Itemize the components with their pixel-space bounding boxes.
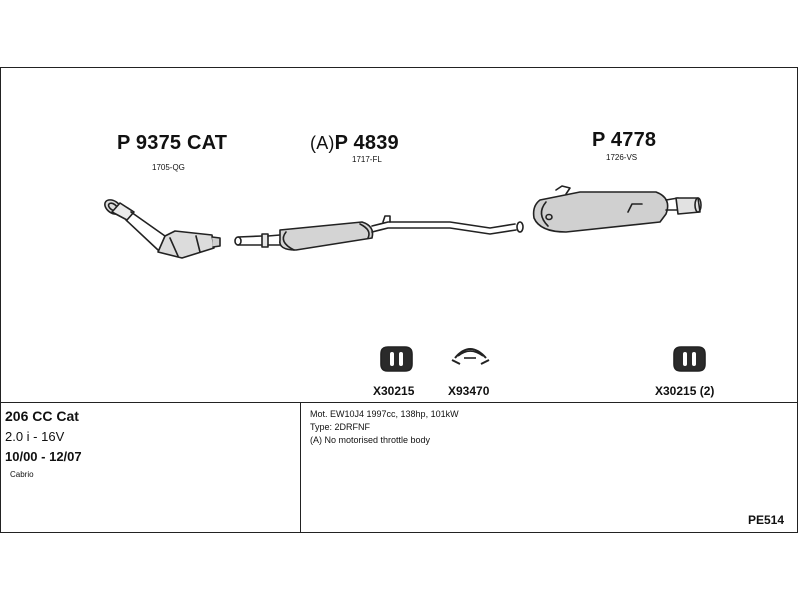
note-line: (A) No motorised throttle body: [310, 435, 431, 445]
clamp-icon: [451, 348, 490, 365]
accessory-label-clamp: X93470: [448, 384, 490, 398]
horizontal-divider: [0, 402, 798, 403]
accessory-label-mount-2: X30215 (2): [655, 384, 715, 398]
middle-silencer-drawing: [234, 215, 524, 251]
catalytic-converter-drawing: [104, 199, 221, 259]
vehicle-years: 10/00 - 12/07: [5, 449, 82, 464]
note-line: Mot. EW10J4 1997cc, 138hp, 101kW: [310, 409, 459, 419]
rubber-mount-icon: [673, 346, 706, 372]
part-prefix: (A): [310, 133, 335, 153]
diagram-frame: [0, 67, 798, 533]
part-number-text: P 4839: [334, 132, 399, 154]
note-line: Type: 2DRFNF: [310, 422, 371, 432]
part-code-rear-silencer: 1726-VS: [606, 153, 638, 162]
part-number-middle-silencer: (A)P 4839: [310, 132, 399, 155]
vehicle-body: Cabrio: [10, 470, 34, 479]
rear-silencer-drawing: [532, 185, 702, 233]
accessory-label-mount: X30215: [373, 384, 415, 398]
vertical-divider: [300, 402, 301, 533]
part-code-catalytic-converter: 1705-QG: [152, 163, 185, 172]
part-number-rear-silencer: P 4778: [592, 129, 657, 151]
technical-notes: Mot. EW10J4 1997cc, 138hp, 101kW Type: 2…: [310, 408, 459, 447]
part-code-middle-silencer: 1717-FL: [352, 155, 382, 164]
rubber-mount-icon: [380, 346, 413, 372]
reference-code: PE514: [748, 513, 785, 527]
part-number-catalytic-converter: P 9375 CAT: [117, 132, 228, 154]
vehicle-engine: 2.0 i - 16V: [5, 429, 65, 444]
vehicle-model: 206 CC Cat: [5, 408, 79, 424]
